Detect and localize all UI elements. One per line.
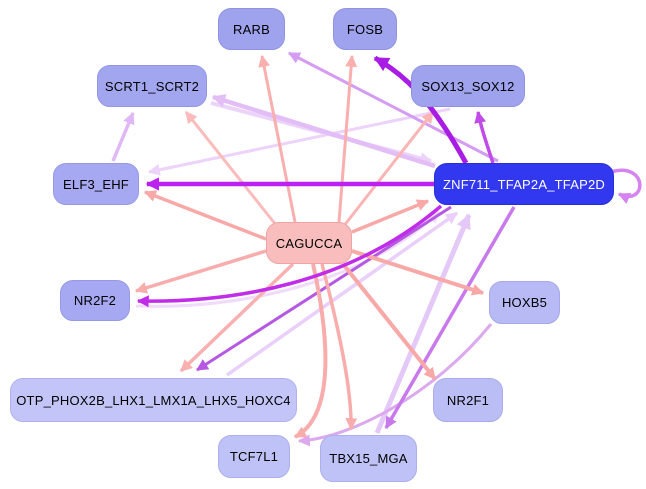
edge-elf3_ehf-to-scrt1_scrt2 — [111, 111, 135, 162]
edge-znf711_tfap2a_tfap2d-to-sox13_sox12 — [474, 110, 495, 164]
edge-znf711_tfap2a_tfap2d-to-otp_phox2b_lhx1_lmx1a_lhx5_hoxc4 — [195, 205, 452, 372]
node-label: NR2F1 — [446, 392, 490, 408]
node-scrt1-scrt2[interactable]: SCRT1_SCRT2 — [97, 65, 207, 107]
node-tcf7l1[interactable]: TCF7L1 — [218, 435, 290, 478]
node-rarb[interactable]: RARB — [218, 8, 285, 50]
node-label: SCRT1_SCRT2 — [104, 78, 200, 94]
edge-sox13_sox12-to-elf3_ehf — [147, 107, 451, 176]
edge-znf711_tfap2a_tfap2d-to-nr2f2 — [136, 204, 443, 308]
edge-znf711_tfap2a_tfap2d-to-scrt1_scrt2 — [211, 94, 436, 169]
edge-znf711_tfap2a_tfap2d-to-rarb — [287, 51, 499, 163]
node-label: HOXB5 — [501, 295, 548, 310]
edge-cagucca-to-scrt1_scrt2 — [184, 111, 278, 226]
edge-cagucca-to-nr2f2 — [134, 249, 267, 294]
node-elf3-ehf[interactable]: ELF3_EHF — [53, 163, 139, 205]
edge-cagucca-to-tcf7l1 — [293, 263, 328, 439]
edge-znf711_tfap2a_tfap2d-to-znf711_tfap2a_tfap2d — [610, 168, 642, 204]
edge-hoxb5-to-tcf7l1 — [297, 323, 493, 447]
edge-tbx15_mga-to-znf711_tfap2a_tfap2d — [374, 213, 472, 434]
edge-cagucca-to-tbx15_mga — [320, 263, 358, 431]
node-tbx15-mga[interactable]: TBX15_MGA — [320, 435, 417, 482]
edge-cagucca-to-znf711_tfap2a_tfap2d — [351, 199, 430, 234]
edge-nr2f2-to-znf711_tfap2a_tfap2d — [135, 210, 441, 308]
node-sox13-sox12[interactable]: SOX13_SOX12 — [411, 65, 525, 107]
node-label: TBX15_MGA — [329, 451, 408, 466]
node-nr2f2[interactable]: NR2F2 — [60, 280, 130, 321]
node-hoxb5[interactable]: HOXB5 — [489, 281, 560, 324]
edge-cagucca-to-sox13_sox12 — [341, 111, 435, 228]
node-nr2f1[interactable]: NR2F1 — [433, 378, 503, 422]
node-label: OTP_PHOX2B_LHX1_LMX1A_LHX5_HOXC4 — [16, 392, 291, 408]
node-label: TCF7L1 — [229, 449, 279, 464]
node-cagucca[interactable]: CAGUCCA — [266, 222, 352, 264]
edge-cagucca-to-hoxb5 — [351, 249, 485, 296]
node-otp-phox2b-lhx1-lmx1a-lhx5-hoxc4[interactable]: OTP_PHOX2B_LHX1_LMX1A_LHX5_HOXC4 — [10, 378, 297, 422]
node-label: NR2F2 — [73, 293, 117, 308]
edge-cagucca-to-otp_phox2b_lhx1_lmx1a_lhx5_hoxc4 — [179, 262, 295, 373]
edge-cagucca-to-elf3_ehf — [143, 190, 267, 241]
edge-cagucca-to-nr2f1 — [341, 262, 437, 381]
edge-znf711_tfap2a_tfap2d-to-tbx15_mga — [384, 206, 516, 430]
node-label: SOX13_SOX12 — [421, 78, 515, 94]
node-label: ELF3_EHF — [63, 176, 129, 192]
node-label: RARB — [233, 21, 270, 37]
node-znf711-tfap2a-tfap2d[interactable]: ZNF711_TFAP2A_TFAP2D — [434, 163, 614, 205]
edge-cagucca-to-rarb — [258, 54, 297, 223]
node-fosb[interactable]: FOSB — [333, 8, 397, 50]
edge-cagucca-to-fosb — [337, 54, 358, 223]
edge-otp_phox2b_lhx1_lmx1a_lhx5_hoxc4-to-znf711_tfap2a_tfap2d — [225, 211, 459, 377]
node-label: ZNF711_TFAP2A_TFAP2D — [443, 176, 605, 192]
node-label: FOSB — [346, 21, 384, 37]
node-label: CAGUCCA — [275, 235, 343, 251]
